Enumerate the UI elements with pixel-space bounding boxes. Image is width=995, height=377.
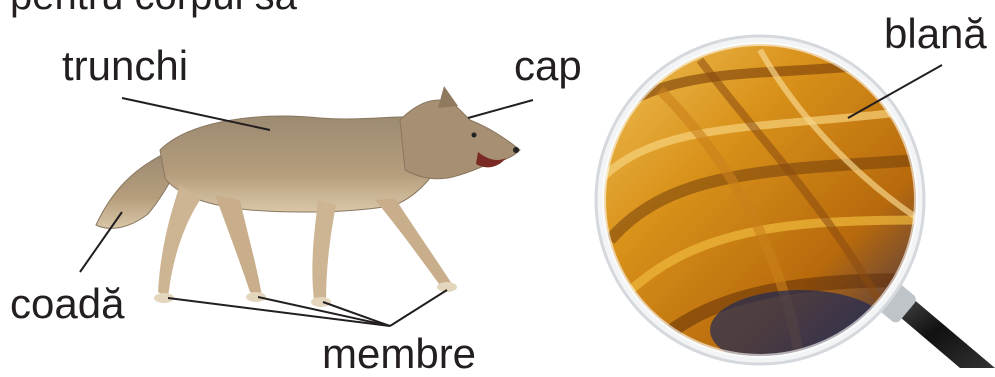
label-membre: membre bbox=[322, 333, 476, 375]
label-cap: cap bbox=[514, 45, 582, 87]
label-blana: blană bbox=[884, 13, 987, 55]
wolf-illustration bbox=[96, 86, 520, 307]
magnifying-glass-icon bbox=[596, 36, 995, 368]
leader-cap bbox=[468, 100, 533, 118]
leader-trunchi bbox=[122, 98, 270, 130]
label-coada: coadă bbox=[10, 283, 124, 325]
label-trunchi: trunchi bbox=[62, 45, 188, 87]
leader-membre-4 bbox=[390, 290, 447, 326]
diagram-stage: pentru corpul să bbox=[0, 0, 995, 368]
